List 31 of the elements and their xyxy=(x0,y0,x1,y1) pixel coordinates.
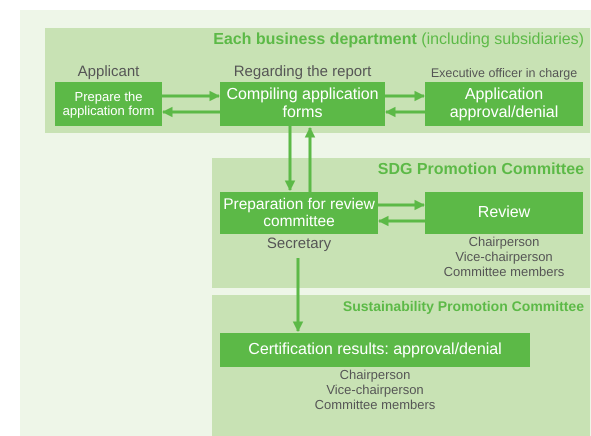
arrow xyxy=(385,90,426,102)
role-label: Vice-chairperson xyxy=(326,382,424,398)
process-box: Review xyxy=(425,192,583,234)
arrow xyxy=(292,258,304,332)
process-box: Application approval/denial xyxy=(425,82,583,126)
panel-heading: SDG Promotion Committee xyxy=(378,161,584,179)
arrow xyxy=(378,200,426,210)
process-box: Certification results: approval/denial xyxy=(220,333,530,367)
role-label: Executive officer in charge xyxy=(430,66,578,80)
role-label: Regarding the report xyxy=(234,62,372,80)
arrow xyxy=(304,126,316,192)
panel-heading: Sustainability Promotion Committee xyxy=(342,298,584,314)
role-label: Chairperson xyxy=(468,235,540,250)
role-label: Vice-chairperson xyxy=(455,250,553,265)
role-label: Applicant xyxy=(78,62,140,80)
role-label: Secretary xyxy=(266,235,332,252)
arrow xyxy=(284,126,296,192)
group-panel xyxy=(212,158,590,288)
role-label: Committee members xyxy=(314,398,436,413)
group-panel xyxy=(45,28,590,133)
process-box: Compiling application forms xyxy=(220,82,385,126)
role-label: Chairperson xyxy=(340,368,410,383)
process-box: Preparation for review committee xyxy=(220,192,378,234)
arrow xyxy=(162,90,220,102)
panel-heading: Each business department (including subsidiaries) xyxy=(213,31,584,49)
arrow xyxy=(384,106,425,118)
arrow xyxy=(162,106,220,118)
group-panel xyxy=(212,295,590,436)
role-label: Committee members xyxy=(444,264,564,280)
process-box: Prepare the application form xyxy=(55,82,162,126)
arrow xyxy=(378,216,425,226)
